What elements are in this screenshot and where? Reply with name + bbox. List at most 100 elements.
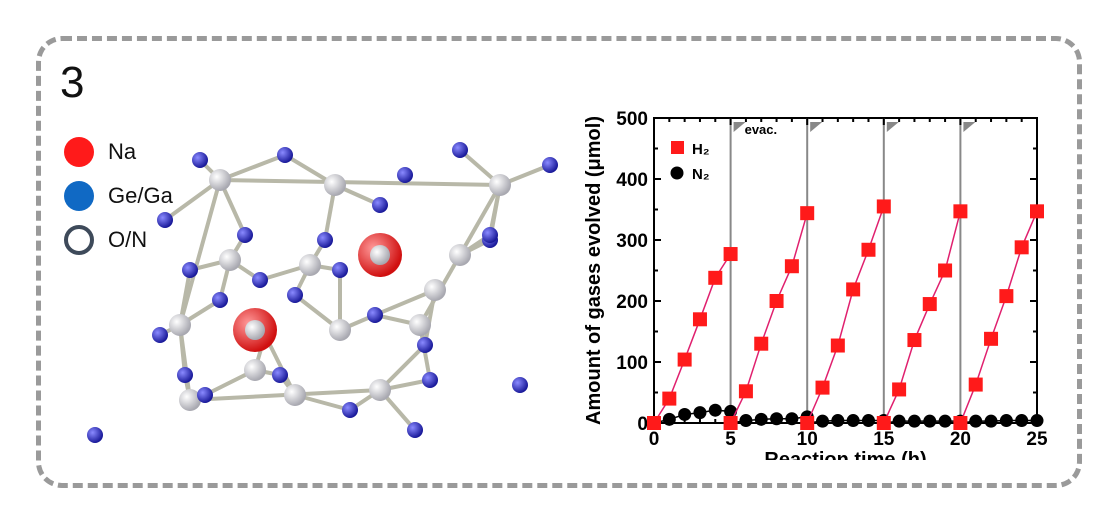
h2-data-point: [830, 338, 845, 353]
h2-data-point: [922, 297, 937, 312]
h2-data-point: [800, 206, 815, 221]
o-n-atom: [277, 147, 293, 163]
n2-data-point: [739, 414, 753, 428]
h2-data-point: [876, 416, 891, 430]
o-n-atom: [152, 327, 168, 343]
evacuation-marker-icon: [733, 122, 746, 132]
o-n-atom: [287, 287, 303, 303]
evacuation-marker-icon: [810, 122, 823, 132]
ge-ga-atom: [409, 314, 431, 336]
ge-ga-atom: [169, 314, 191, 336]
h2-data-point: [861, 242, 876, 257]
y-tick-label: 100: [616, 353, 648, 374]
n2-data-point: [969, 414, 983, 428]
plot-area: [653, 117, 1038, 424]
crystal-structure-diagram: [87, 142, 558, 443]
ge-ga-atom: [489, 174, 511, 196]
legend-label: H₂: [692, 141, 710, 158]
circle-marker-icon: [64, 181, 94, 211]
o-n-atom: [157, 212, 173, 228]
ge-ga-atom: [449, 244, 471, 266]
h2-data-point: [784, 259, 799, 274]
legend-square-icon: [671, 141, 684, 154]
ge-ga-atom: [244, 359, 266, 381]
ge-ga-atom: [369, 379, 391, 401]
h2-data-point: [754, 336, 769, 351]
o-n-atom: [192, 152, 208, 168]
x-tick-label: 15: [873, 429, 895, 450]
ge-ga-atom: [329, 319, 351, 341]
o-n-atom: [237, 227, 253, 243]
bond: [219, 153, 286, 182]
o-n-atom: [197, 387, 213, 403]
n2-data-point: [1015, 414, 1029, 428]
y-tick-label: 400: [616, 170, 648, 191]
h2-data-point: [723, 416, 738, 430]
o-n-atom: [252, 272, 268, 288]
x-tick-label: 0: [649, 429, 660, 450]
ge-ga-atom: [209, 169, 231, 191]
y-tick-label: 500: [616, 109, 648, 130]
bond: [219, 178, 501, 187]
n2-data-point: [662, 412, 676, 426]
panel-number: 3: [60, 58, 85, 107]
x-tick-label: 5: [725, 429, 736, 450]
h2-data-point: [999, 289, 1014, 304]
o-n-atom: [272, 367, 288, 383]
atom-legend-label: Na: [108, 139, 137, 164]
bond: [178, 324, 192, 401]
atom-legend-label: Ge/Ga: [108, 183, 173, 208]
n2-data-point: [846, 414, 860, 428]
o-n-atom: [212, 292, 228, 308]
ge-ga-atom: [179, 389, 201, 411]
n2-data-point: [861, 414, 875, 428]
y-tick-label: 300: [616, 231, 648, 252]
h2-data-point: [938, 263, 953, 278]
o-n-atom: [482, 227, 498, 243]
h2-data-point: [723, 247, 738, 262]
h2-data-point: [984, 331, 999, 346]
evac-label: evac.: [745, 122, 778, 137]
n2-data-point: [693, 406, 707, 420]
n2-data-point: [1030, 414, 1044, 428]
n2-data-point: [999, 414, 1013, 428]
x-tick-label: 25: [1026, 429, 1048, 450]
o-n-atom: [512, 377, 528, 393]
o-n-atom: [422, 372, 438, 388]
h2-data-point: [968, 377, 983, 392]
x-axis-label: Reaction time (h): [764, 449, 926, 460]
h2-data-point: [738, 384, 753, 399]
legend-label: N₂: [692, 166, 710, 183]
n2-data-point: [708, 403, 722, 417]
figure-frame: [36, 36, 1082, 488]
h2-data-point: [953, 416, 968, 430]
h2-data-point: [892, 382, 907, 397]
h2-data-point: [846, 282, 861, 297]
h2-data-point: [647, 416, 661, 430]
h2-data-point: [677, 352, 692, 367]
x-tick-label: 10: [797, 429, 818, 450]
o-n-atom: [182, 262, 198, 278]
n2-data-point: [938, 414, 952, 428]
o-n-atom: [342, 402, 358, 418]
ge-ga-atom: [424, 279, 446, 301]
evacuation-marker-icon: [963, 122, 976, 132]
h2-data-point: [907, 333, 922, 348]
ring-marker-icon: [64, 225, 94, 255]
na-inner-atom: [370, 245, 390, 265]
o-n-atom: [317, 232, 333, 248]
x-tick-label: 20: [950, 429, 971, 450]
y-tick-label: 0: [637, 414, 648, 435]
h2-data-point: [953, 204, 968, 219]
h2-data-point: [692, 312, 707, 327]
o-n-atom: [177, 367, 193, 383]
h2-data-point: [1014, 240, 1029, 255]
bond: [163, 178, 222, 222]
o-n-atom: [332, 262, 348, 278]
h2-data-point: [769, 294, 784, 308]
n2-data-point: [724, 404, 738, 418]
ge-ga-atom: [219, 249, 241, 271]
o-n-atom: [397, 167, 413, 183]
circle-marker-icon: [64, 137, 94, 167]
bond: [178, 179, 222, 326]
